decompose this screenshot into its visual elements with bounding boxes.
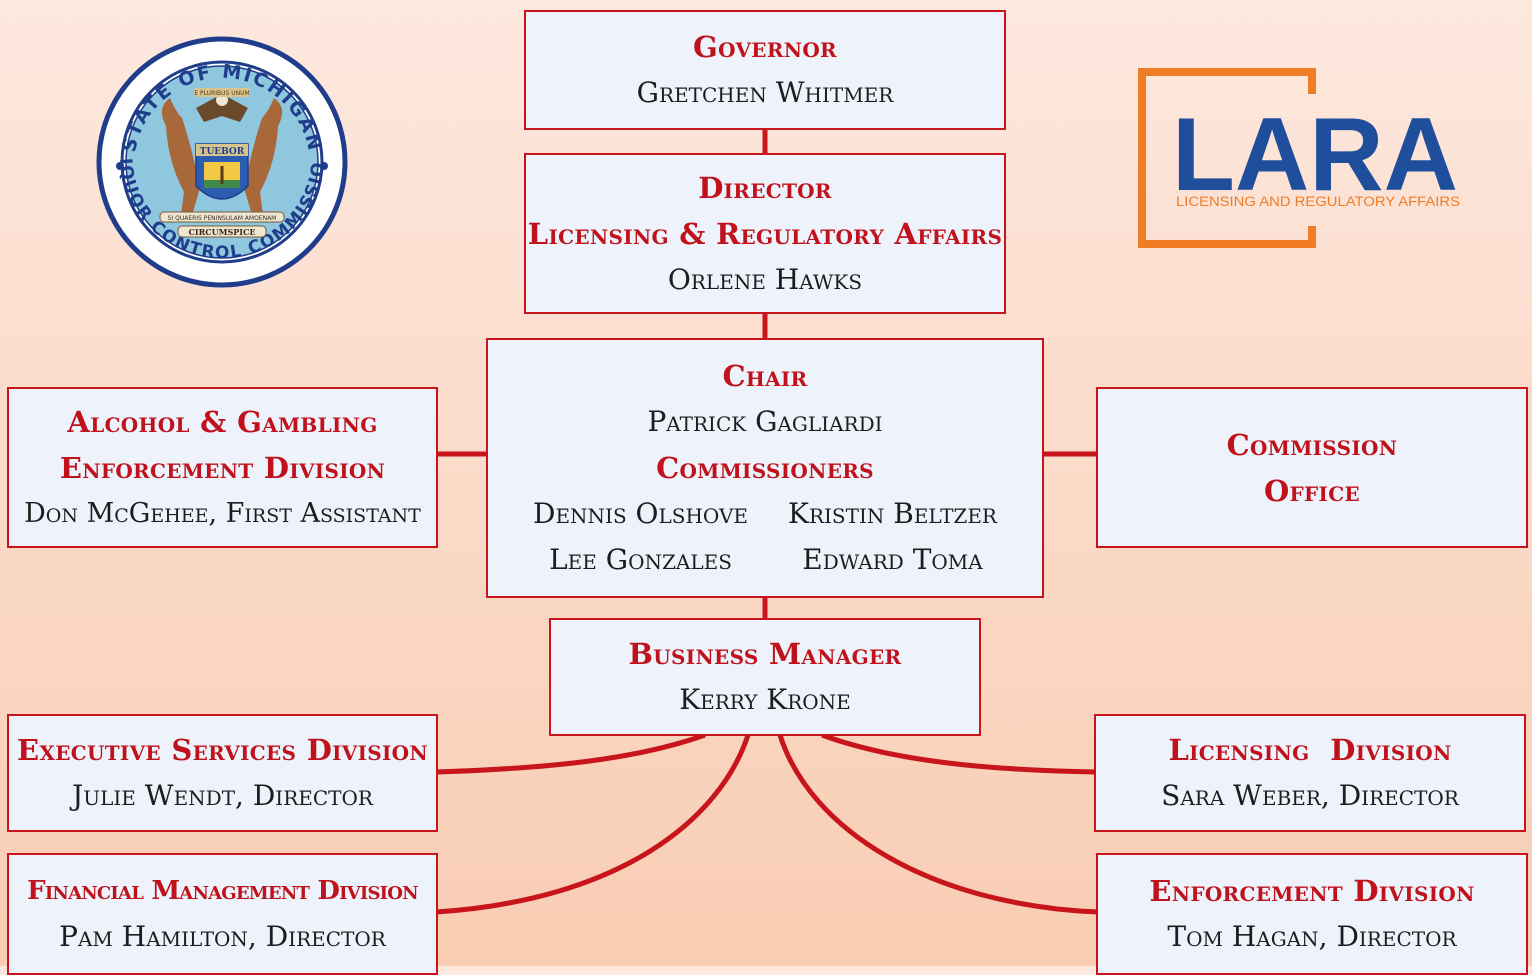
agd-box: Alcohol & Gambling Enforcement Division … <box>7 387 438 548</box>
svg-text:E PLURIBUS UNUM: E PLURIBUS UNUM <box>194 90 249 97</box>
director-name: Orlene Hawks <box>667 262 863 296</box>
executive-services-name: Julie Wendt, Director <box>72 779 373 812</box>
executive-services-box: Executive Services Division Julie Wendt,… <box>7 714 438 832</box>
commissioner-name: Lee Gonzales <box>549 543 732 576</box>
svg-text:LICENSING AND REGULATORY AFFAI: LICENSING AND REGULATORY AFFAIRS <box>1176 194 1460 209</box>
agd-title-line1: Alcohol & Gambling <box>67 404 378 439</box>
chair-name: Patrick Gagliardi <box>647 405 883 438</box>
agd-title-line2: Enforcement Division <box>59 450 386 485</box>
connector-manager-executive <box>435 732 706 775</box>
financial-box: Financial Management Division Pam Hamilt… <box>7 853 438 975</box>
executive-services-title: Executive Services Division <box>17 733 428 767</box>
business-manager-title: Business Manager <box>628 637 902 671</box>
financial-name: Pam Hamilton, Director <box>59 920 386 953</box>
agd-name: Don McGehee, First Assistant <box>24 497 421 529</box>
director-title: Director <box>698 170 832 205</box>
business-manager-name: Kerry Krone <box>679 683 851 716</box>
commissioner-name: Edward Toma <box>802 543 983 576</box>
chair-title: Chair <box>722 359 808 393</box>
enforcement-name: Tom Hagan, Director <box>1167 920 1457 953</box>
commissioners-title: Commissioners <box>656 451 874 485</box>
business-manager-box: Business Manager Kerry Krone <box>549 618 981 736</box>
governor-name: Gretchen Whitmer <box>636 76 894 109</box>
director-box: Director Licensing & Regulatory Affairs … <box>524 153 1006 314</box>
svg-text:TUEBOR: TUEBOR <box>200 147 245 157</box>
svg-text:SI QUAERIS PENINSULAM AMOENAM: SI QUAERIS PENINSULAM AMOENAM <box>168 215 277 222</box>
commission-office-title-line1: Commission <box>1226 427 1398 462</box>
enforcement-title: Enforcement Division <box>1149 874 1475 908</box>
commissioner-name: Dennis Olshove <box>533 497 749 530</box>
commission-office-title-line2: Office <box>1264 473 1360 508</box>
licensing-box: Licensing Division Sara Weber, Director <box>1094 714 1526 832</box>
licensing-title: Licensing Division <box>1168 733 1452 767</box>
governor-title: Governor <box>693 30 837 64</box>
commissioner-name: Kristin Beltzer <box>788 497 997 530</box>
governor-box: Governor Gretchen Whitmer <box>524 10 1006 130</box>
liquor-control-commission-seal: STATE OF MICHIGAN LIQUOR CONTROL COMMISS… <box>96 36 348 288</box>
financial-title: Financial Management Division <box>27 876 418 906</box>
commissioners-list: Dennis Olshove Lee Gonzales Kristin Belt… <box>533 491 997 583</box>
commission-office-box: Commission Office <box>1096 387 1528 548</box>
svg-text:CIRCUMSPICE: CIRCUMSPICE <box>189 227 256 237</box>
chair-box: Chair Patrick Gagliardi Commissioners De… <box>486 338 1044 598</box>
svg-text:LARA: LARA <box>1172 97 1458 213</box>
connector-manager-financial <box>435 734 751 915</box>
connector-manager-enforcement <box>777 734 1099 915</box>
lara-logo: LARA LICENSING AND REGULATORY AFFAIRS <box>1138 68 1460 248</box>
licensing-name: Sara Weber, Director <box>1161 779 1459 812</box>
connector-manager-licensing <box>821 732 1097 775</box>
director-subtitle: Licensing & Regulatory Affairs <box>527 216 1003 251</box>
enforcement-box: Enforcement Division Tom Hagan, Director <box>1096 853 1528 975</box>
